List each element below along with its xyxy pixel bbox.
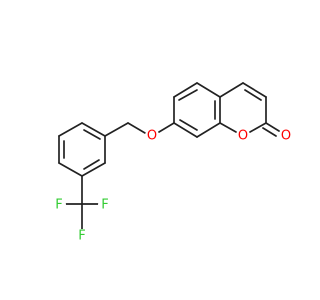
fluorine-label-left: F xyxy=(55,198,62,213)
bond-ring-to-methylene xyxy=(104,122,129,137)
double-bond-inner xyxy=(83,129,101,140)
carbonyl-double-bond xyxy=(262,127,277,137)
coumarin-pyrone-ring xyxy=(219,82,280,137)
bond-to-ring-oxygen xyxy=(219,122,237,133)
carbonyl-oxygen-label: O xyxy=(281,129,291,144)
bond xyxy=(196,82,221,98)
carbonyl-double-bond xyxy=(265,122,280,132)
atom-labels: O O O F F F xyxy=(52,129,293,244)
trifluoromethyl-group xyxy=(65,175,99,230)
bond xyxy=(81,122,106,137)
double-bond-inner xyxy=(83,159,100,170)
bond xyxy=(173,122,198,138)
bond-methylene-to-oxygen xyxy=(127,122,146,134)
benzene-ring-trifluoromethylphenyl xyxy=(58,122,106,177)
fluorine-label-bottom: F xyxy=(78,229,85,244)
bond-oxygen-to-coumarin xyxy=(158,122,175,133)
double-bond-inner xyxy=(178,89,198,101)
double-bond-inner xyxy=(244,89,262,101)
ring-oxygen-label: O xyxy=(238,129,248,144)
molecule-structure: O O O F F F xyxy=(52,82,293,244)
bond xyxy=(196,122,221,138)
coumarin-benzo-ring xyxy=(173,82,221,138)
ether-oxygen-label: O xyxy=(147,129,157,144)
bond xyxy=(173,82,198,98)
bond xyxy=(58,122,83,137)
bond xyxy=(242,82,267,98)
fluorine-label-right: F xyxy=(101,198,108,213)
bond xyxy=(58,162,83,177)
bond-to-ring-oxygen xyxy=(249,122,267,133)
bond xyxy=(81,162,106,177)
bond xyxy=(219,82,244,98)
double-bond-inner xyxy=(179,119,198,131)
